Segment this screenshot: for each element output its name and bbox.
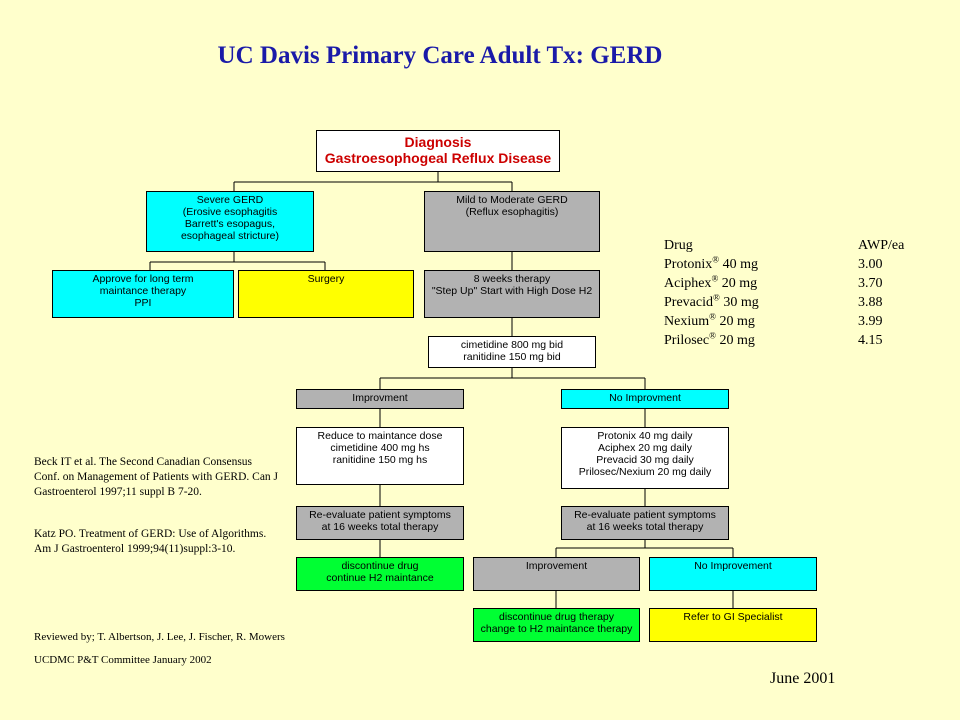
registered-mark: ®	[712, 254, 720, 265]
discontinue-left-box: discontinue drug continue H2 maintance	[296, 557, 464, 591]
registered-mark: ®	[709, 311, 716, 322]
drug-row: Prevacid® 30 mg 3.88	[664, 293, 938, 312]
price-header: AWP/ea	[858, 238, 905, 253]
drug-name: Prilosec	[664, 333, 710, 348]
drug-dose: 30 mg	[719, 295, 759, 310]
registered-mark: ®	[709, 330, 716, 341]
eight-weeks-therapy-box: 8 weeks therapy "Step Up" Start with Hig…	[424, 270, 600, 318]
page-title: UC Davis Primary Care Adult Tx: GERD	[217, 42, 663, 69]
drug-dose: 20 mg	[715, 333, 755, 348]
drug-dose: 20 mg	[718, 276, 758, 291]
drug-name: Nexium	[664, 314, 710, 329]
surgery-box: Surgery	[238, 270, 414, 318]
reference-katz: Katz PO. Treatment of GERD: Use of Algor…	[34, 528, 267, 555]
drug-header: Drug	[664, 238, 693, 253]
drug-price: 3.88	[858, 295, 883, 310]
committee-note: UCDMC P&T Committee January 2002	[34, 654, 212, 666]
registered-mark: ®	[711, 273, 719, 284]
drug-price: 3.00	[858, 257, 883, 272]
mild-moderate-gerd-box: Mild to Moderate GERD (Reflux esophagiti…	[424, 191, 600, 252]
drug-dose: 40 mg	[719, 257, 758, 272]
drug-dose: 20 mg	[715, 314, 755, 329]
severe-gerd-box: Severe GERD (Erosive esophagitis Barrett…	[146, 191, 314, 252]
drug-row: Protonix® 40 mg 3.00	[664, 255, 938, 274]
drug-price: 3.99	[858, 314, 883, 329]
drug-price: 3.70	[858, 276, 883, 291]
registered-mark: ®	[712, 292, 720, 303]
reviewed-by: Reviewed by; T. Albertson, J. Lee, J. Fi…	[34, 631, 285, 643]
reevaluate-left-box: Re-evaluate patient symptoms at 16 weeks…	[296, 506, 464, 540]
drug-price: 4.15	[858, 333, 883, 348]
drug-row: Nexium® 20 mg 3.99	[664, 312, 938, 331]
date-label: June 2001	[770, 670, 836, 687]
improvment-box: Improvment	[296, 389, 464, 409]
drug-name: Aciphex	[664, 276, 712, 291]
drug-row: Prilosec® 20 mg 4.15	[664, 331, 938, 350]
reevaluate-right-box: Re-evaluate patient symptoms at 16 weeks…	[561, 506, 729, 540]
drug-row: Aciphex® 20 mg 3.70	[664, 274, 938, 293]
refer-gi-box: Refer to GI Specialist	[649, 608, 817, 642]
drug-name: Prevacid	[664, 295, 713, 310]
no-improvment-box: No Improvment	[561, 389, 729, 409]
no-improvement-box: No Improvement	[649, 557, 817, 591]
drug-name: Protonix	[664, 257, 713, 272]
discontinue-right-box: discontinue drug therapy change to H2 ma…	[473, 608, 640, 642]
drug-table-header: Drug AWP/ea	[664, 236, 938, 255]
approve-ppi-box: Approve for long term maintance therapy …	[52, 270, 234, 318]
improvement-box: Improvement	[473, 557, 640, 591]
h2-dose-box: cimetidine 800 mg bid ranitidine 150 mg …	[428, 336, 596, 368]
diagnosis-box: Diagnosis Gastroesophogeal Reflux Diseas…	[316, 130, 560, 172]
ppi-list-box: Protonix 40 mg daily Aciphex 20 mg daily…	[561, 427, 729, 489]
reference-beck: Beck IT et al. The Second Canadian Conse…	[34, 456, 279, 498]
drug-price-table: Drug AWP/ea Protonix® 40 mg 3.00 Aciphex…	[664, 236, 938, 350]
reduce-maintenance-box: Reduce to maintance dose cimetidine 400 …	[296, 427, 464, 485]
